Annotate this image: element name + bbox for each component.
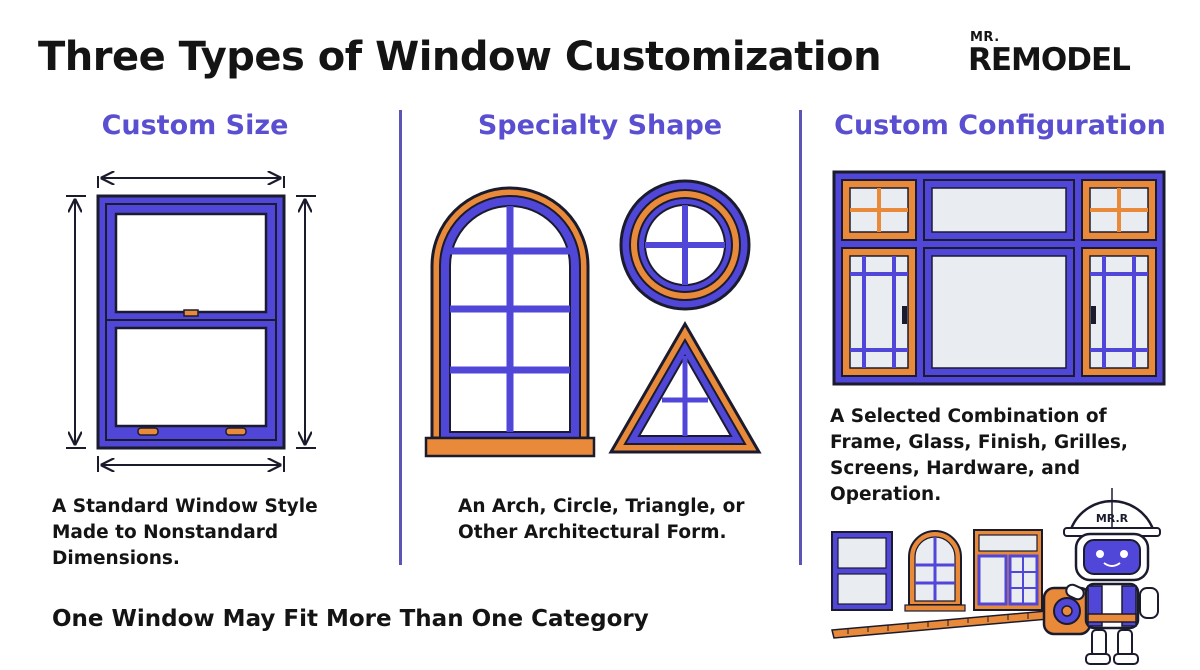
brand-logo: MR. REMODEL xyxy=(968,30,1168,80)
sample-configuration-window-icon xyxy=(973,529,1043,611)
footer-note: One Window May Fit More Than One Categor… xyxy=(52,606,649,632)
double-hung-window-icon xyxy=(96,194,286,450)
robot-mascot-icon: MR.R xyxy=(1063,488,1161,665)
custom-configuration-window-icon xyxy=(832,170,1166,386)
column-title-custom-size: Custom Size xyxy=(101,110,289,141)
logo-prefix: MR. xyxy=(970,30,1000,45)
mascot-helmet-label: MR.R xyxy=(1096,512,1129,525)
column-title-custom-configuration: Custom Configuration xyxy=(834,110,1166,141)
sample-arch-window-icon xyxy=(904,530,966,612)
specialty-shape-description: An Arch, Circle, Triangle, or Other Arch… xyxy=(458,496,745,543)
circle-window-icon xyxy=(619,179,751,311)
column-title-specialty-shape: Specialty Shape xyxy=(477,110,723,141)
arch-window-icon xyxy=(424,186,596,458)
custom-size-description: A Standard Window Style Made to Nonstand… xyxy=(52,496,318,569)
custom-size-illustration xyxy=(66,160,316,472)
column-divider xyxy=(799,110,802,565)
column-divider xyxy=(399,110,402,565)
custom-configuration-description: A Selected Combination of Frame, Glass, … xyxy=(830,406,1128,505)
sample-double-hung-window-icon xyxy=(831,531,893,611)
triangle-window-icon xyxy=(608,321,762,454)
logo-wordmark: REMODEL xyxy=(968,42,1131,78)
dimension-arrow-icon xyxy=(66,176,316,472)
page-title: Three Types of Window Customization xyxy=(38,34,882,80)
